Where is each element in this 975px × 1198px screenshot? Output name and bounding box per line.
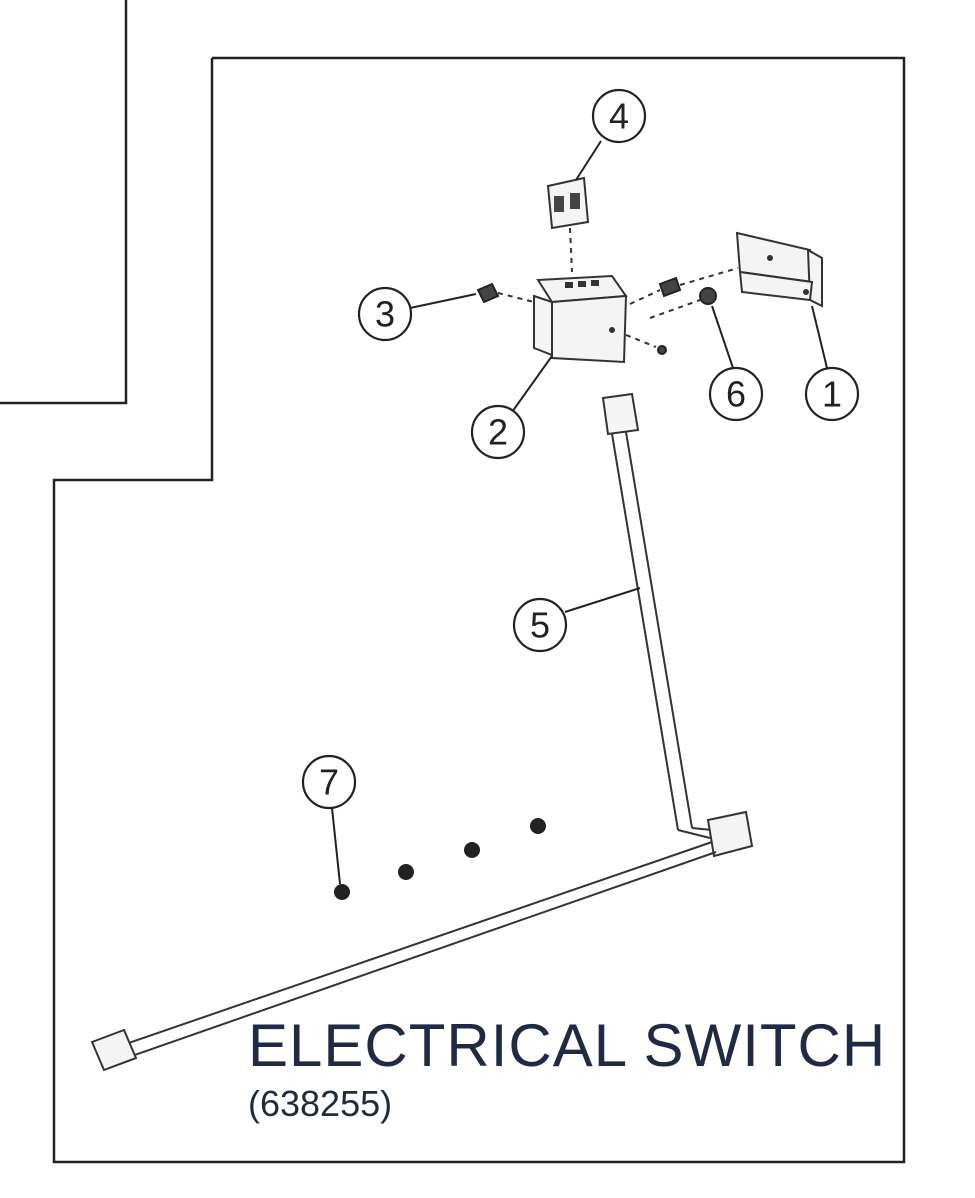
callout-2: 2 (470, 404, 526, 460)
bracket-screw (629, 267, 739, 305)
nut-part (699, 287, 717, 305)
callout-4: 4 (591, 88, 647, 144)
svg-text:4: 4 (609, 96, 629, 137)
svg-text:7: 7 (319, 762, 339, 803)
svg-text:1: 1 (822, 374, 842, 415)
diagram-title: ELECTRICAL SWITCH (248, 1012, 887, 1079)
callout-3: 3 (357, 286, 413, 342)
screw-part (476, 282, 500, 304)
bracket-part (735, 231, 823, 308)
svg-text:6: 6 (726, 374, 746, 415)
adjacent-panel-border (0, 0, 128, 405)
fastener-dots (334, 818, 546, 900)
callout-6: 6 (708, 366, 764, 422)
leader-lines (331, 140, 828, 885)
callout-7: 7 (301, 754, 357, 810)
panel-border (52, 56, 906, 1164)
callout-5: 5 (512, 597, 568, 653)
part-number: (638255) (248, 1083, 393, 1124)
connector-part (546, 176, 590, 273)
wire-harness-part (90, 392, 754, 1072)
svg-text:5: 5 (530, 605, 550, 646)
small-screw (657, 345, 667, 355)
callout-1: 1 (804, 366, 860, 422)
svg-text:3: 3 (375, 294, 395, 335)
svg-text:2: 2 (488, 412, 508, 453)
switch-box-part (533, 274, 628, 364)
